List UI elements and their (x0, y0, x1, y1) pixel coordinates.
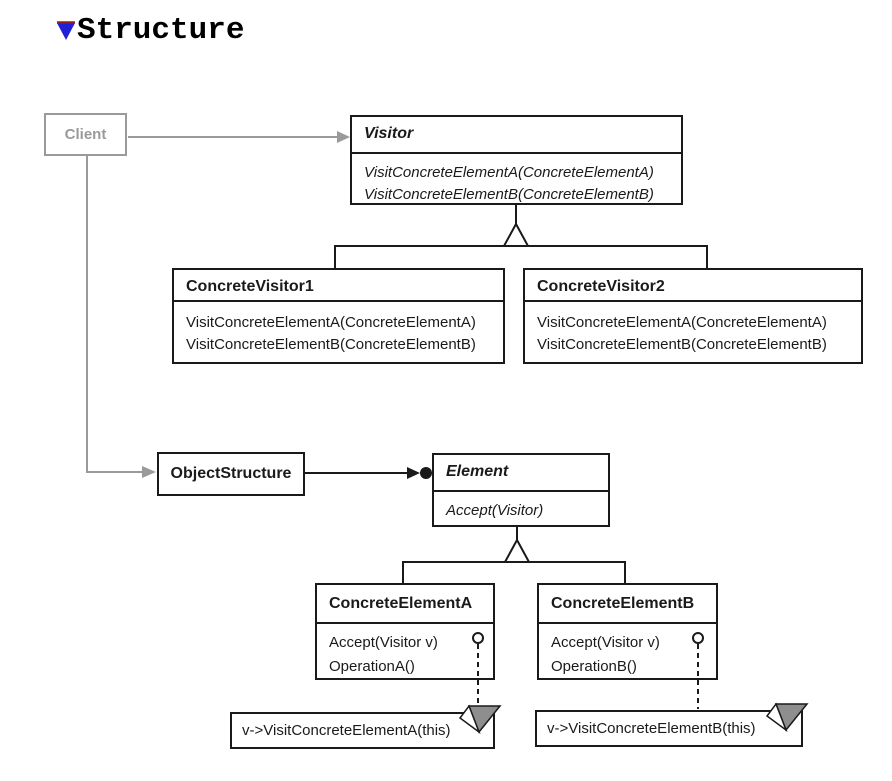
class-title-concrete-element-b: ConcreteElementB (551, 595, 695, 612)
connector-object-structure-to-element (305, 467, 432, 479)
class-box-concrete-element-b: ConcreteElementB Accept(Visitor v) Opera… (537, 583, 718, 680)
method-line: VisitConcreteElementB(ConcreteElementB) (186, 336, 476, 353)
arrowhead-icon (337, 131, 350, 143)
class-methods-concrete-element-a: Accept(Visitor v) OperationA() (317, 622, 493, 687)
class-methods-concrete-visitor-1: VisitConcreteElementA(ConcreteElementA) … (174, 300, 503, 376)
note-visit-concrete-element-a: v->VisitConcreteElementA(this) (230, 712, 495, 749)
class-box-element: Element Accept(Visitor) (432, 453, 610, 527)
method-line: Accept(Visitor) (446, 502, 544, 519)
arrowhead-icon (407, 467, 420, 479)
class-title-visitor: Visitor (364, 125, 414, 142)
multiplicity-dot-icon (420, 467, 432, 479)
arrowhead-icon (142, 466, 156, 478)
class-methods-concrete-element-b: Accept(Visitor v) OperationB() (539, 622, 716, 687)
inheritance-element (402, 527, 626, 583)
section-title: Structure (77, 13, 245, 48)
inheritance-triangle-icon (502, 221, 530, 247)
method-line: OperationA() (329, 658, 415, 675)
inheritance-triangle-icon (503, 537, 531, 563)
class-box-concrete-element-a: ConcreteElementA Accept(Visitor v) Opera… (315, 583, 495, 680)
note-text: v->VisitConcreteElementA(this) (242, 722, 451, 739)
section-heading: Structure (55, 14, 244, 48)
class-title-concrete-visitor-1: ConcreteVisitor1 (186, 278, 314, 295)
connector-client-to-visitor (128, 131, 350, 143)
method-line: VisitConcreteElementB(ConcreteElementB) (364, 186, 654, 203)
method-line: Accept(Visitor v) (551, 634, 660, 651)
connector-client-to-object-structure (86, 156, 156, 478)
class-methods-concrete-visitor-2: VisitConcreteElementA(ConcreteElementA) … (525, 300, 861, 376)
class-box-visitor: Visitor VisitConcreteElementA(ConcreteEl… (350, 115, 683, 205)
class-title-concrete-visitor-2: ConcreteVisitor2 (537, 278, 665, 295)
note-text: v->VisitConcreteElementB(this) (547, 720, 756, 737)
class-title-concrete-element-a: ConcreteElementA (329, 595, 473, 612)
class-box-concrete-visitor-2: ConcreteVisitor2 VisitConcreteElementA(C… (523, 268, 863, 364)
class-box-concrete-visitor-1: ConcreteVisitor1 VisitConcreteElementA(C… (172, 268, 505, 364)
collapse-triangle-icon[interactable] (55, 20, 77, 42)
method-line: VisitConcreteElementA(ConcreteElementA) (364, 164, 654, 181)
class-box-client: Client (44, 113, 127, 156)
method-line: OperationB() (551, 658, 637, 675)
class-methods-element: Accept(Visitor) (434, 490, 608, 535)
class-title-element: Element (446, 463, 509, 480)
note-visit-concrete-element-b: v->VisitConcreteElementB(this) (535, 710, 803, 747)
method-line: VisitConcreteElementA(ConcreteElementA) (537, 314, 827, 331)
method-line: VisitConcreteElementA(ConcreteElementA) (186, 314, 476, 331)
class-box-object-structure: ObjectStructure (157, 452, 305, 496)
class-title-object-structure: ObjectStructure (170, 465, 292, 482)
class-methods-visitor: VisitConcreteElementA(ConcreteElementA) … (352, 152, 681, 215)
method-line: Accept(Visitor v) (329, 634, 438, 651)
class-title-client: Client (64, 126, 107, 143)
method-line: VisitConcreteElementB(ConcreteElementB) (537, 336, 827, 353)
